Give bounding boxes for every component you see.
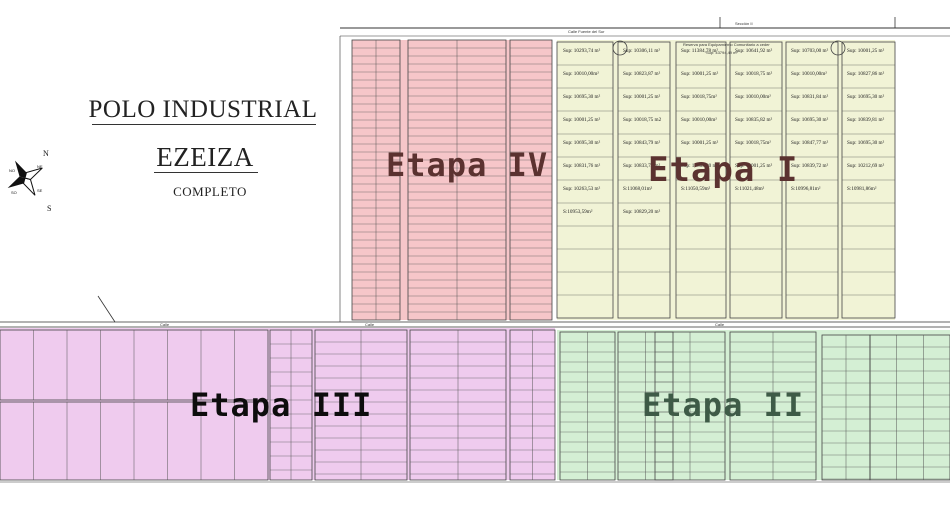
reserve-area: Sup: 43794,49 m² — [706, 50, 738, 55]
lot-area-label: Sup: 10263,53 m² — [563, 186, 601, 192]
compass-s: S — [47, 204, 51, 213]
lot-area-label: Sup: 10839,81 m² — [847, 117, 885, 123]
lot-area-label: Sup: 10695,30 m² — [563, 94, 601, 100]
lot-area-label: S:10953,59m² — [563, 209, 593, 215]
compass-so: SO — [11, 190, 17, 195]
lot-area-label: Sup: 10010,00m² — [735, 94, 771, 100]
lot-area-label: S:11068,01m² — [623, 186, 653, 192]
lot-area-label: Sup: 10001,25 m² — [623, 94, 661, 100]
road-label-1: Calle — [160, 322, 170, 327]
title-underline-1 — [92, 124, 316, 125]
lot-area-label: S:10981,86m² — [847, 186, 877, 192]
lot-grid-layer — [0, 39, 950, 481]
lot-area-label: Sup: 10018,75 m² — [735, 71, 773, 77]
lot-area-label: Sup: 10695,30 m² — [791, 117, 829, 123]
lot-area-label: Sup: 10010,00m² — [681, 117, 717, 123]
lot-area-label: Sup: 10018,75m² — [681, 94, 717, 100]
lot-area-label: Sup: 10212,69 m² — [847, 163, 885, 169]
middle-road: Calle Calle Calle — [0, 321, 950, 328]
lot-area-label: Sup: 10641,92 m² — [735, 48, 773, 54]
compass-ne: NE — [37, 164, 43, 169]
lot-area-label: Sup: 10685,30 m² — [681, 163, 719, 169]
lot-area-label: Sup: 10833,74 m² — [623, 163, 661, 169]
lot-area-label: Sup: 10847,77 m² — [791, 140, 829, 146]
title-line-1: POLO INDUSTRIAL — [88, 96, 318, 123]
reserve-text: Reserva para Equipamiento Comunitario a … — [683, 42, 770, 47]
lot-area-label: Sup: 10823,87 m² — [623, 71, 661, 77]
title-underline-2 — [154, 172, 258, 173]
stage-iii-label: Etapa III — [190, 386, 373, 424]
road-label-2: Calle — [365, 322, 375, 327]
title-line-2: EZEIZA — [156, 142, 254, 172]
lot-area-label: Sup: 10293,74 m² — [563, 48, 601, 54]
lot-area-label: Sup: 10001,25 m² — [735, 163, 773, 169]
lot-area-label: Sup: 10829,20 m² — [623, 209, 661, 215]
title-line-3: COMPLETO — [173, 184, 247, 199]
lot-area-label: Sup: 10001,25 m² — [563, 117, 601, 123]
lot-area-label: Sup: 10703,00 m² — [791, 48, 829, 54]
lot-area-label: Sup: 10001,25 m² — [847, 48, 885, 54]
stage-i-label: Etapa I — [648, 150, 799, 190]
lot-area-label: S:10996,81m² — [791, 186, 821, 192]
compass-n: N — [43, 149, 49, 158]
lot-area-label: S:11021,48m² — [735, 186, 765, 192]
compass-se: SE — [37, 188, 43, 193]
lot-area-label: Sup: 10839,72 m² — [791, 163, 829, 169]
compass-no: NO — [9, 168, 15, 173]
stage-iii-left-area — [0, 328, 270, 480]
lot-area-label: S:11050,59m² — [681, 186, 711, 192]
lot-area-label: Sup: 10306,11 m² — [623, 48, 660, 54]
stage-iv-label: Etapa IV — [386, 146, 549, 184]
stage-iv-zone — [352, 40, 552, 320]
stage-iii-right-area — [270, 328, 555, 480]
lot-area-label: Sup: 10695,30 m² — [847, 94, 885, 100]
lot-area-label: Sup: 10695,30 m² — [563, 140, 601, 146]
seccion-label: Sección II — [735, 21, 753, 26]
lot-area-label: Sup: 10843,79 m² — [623, 140, 661, 146]
lot-area-label: Sup: 11384,78 m² — [681, 48, 718, 54]
lot-area-label: Sup: 10831,76 m² — [563, 163, 601, 169]
top-street: Calle Fuente del Sur Sección II — [340, 17, 950, 37]
lot-label-layer: Sup: 10293,74 m² Sup: 10306,11 m² Sup: 113… — [563, 48, 885, 215]
lot-area-label: Sup: 10001,25 m² — [681, 71, 719, 77]
stage-iv-area — [352, 40, 552, 320]
lot-area-label: Sup: 10010,00m² — [563, 71, 599, 77]
top-street-label: Calle Fuente del Sur — [568, 29, 605, 34]
lot-area-label: Sup: 10010,00m² — [791, 71, 827, 77]
lot-area-label: Sup: 10695,30 m² — [847, 140, 885, 146]
stage-iii-zone — [0, 328, 555, 480]
compass-rose: N S NE SE NO SO — [7, 149, 51, 213]
lot-area-label: Sup: 10001,25 m² — [681, 140, 719, 146]
stage-ii-label: Etapa II — [642, 386, 805, 424]
left-boundary — [97, 295, 116, 323]
lot-area-label: Sup: 10018,75 m2 — [623, 117, 662, 123]
lot-area-label: Sup: 10018,75m² — [735, 140, 771, 146]
lot-area-label: Sup: 10835,82 m² — [735, 117, 773, 123]
road-label-3: Calle — [715, 322, 725, 327]
lot-area-label: Sup: 10827,86 m² — [847, 71, 885, 77]
lot-area-label: Sup: 10831,84 m² — [791, 94, 829, 100]
